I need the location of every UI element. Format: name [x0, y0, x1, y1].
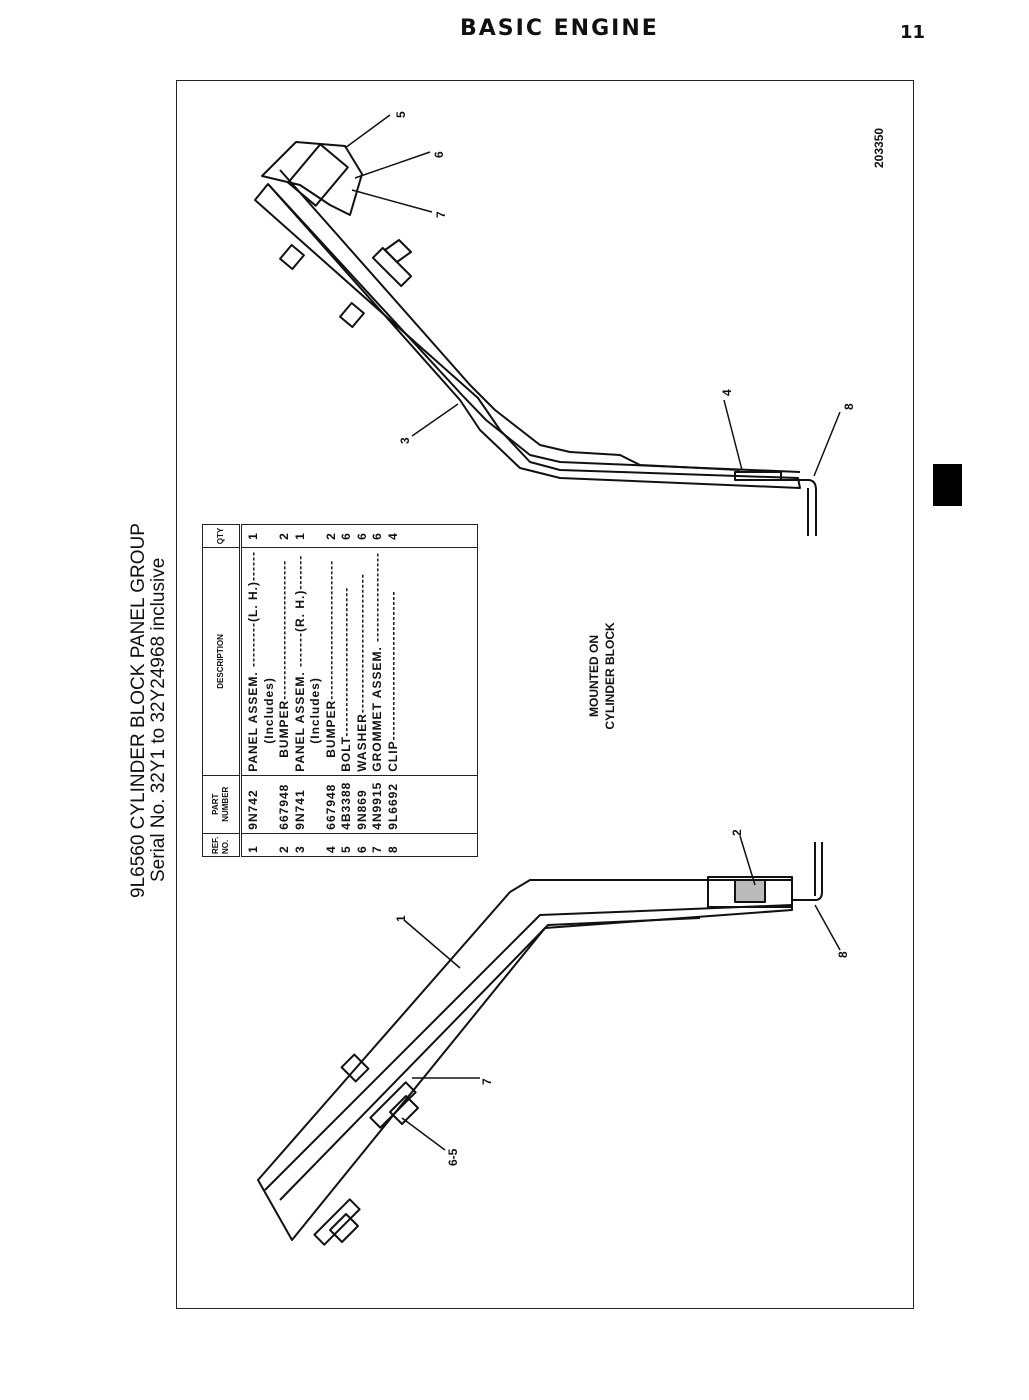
callout-8-rh: 8 — [842, 403, 856, 410]
callout-5: 5 — [394, 111, 408, 118]
page-number: 11 — [900, 22, 926, 43]
thumb-index-tab — [933, 464, 962, 506]
callout-3: 3 — [398, 437, 412, 444]
rh-panel-drawing — [254, 114, 841, 536]
callout-1: 1 — [394, 915, 408, 922]
callout-6: 6 — [432, 151, 446, 158]
figure-frame — [176, 80, 914, 1309]
callout-7-lh: 7 — [480, 1078, 494, 1085]
callout-6-5: 6-5 — [446, 1148, 460, 1166]
lh-panel-drawing — [257, 835, 841, 1246]
callout-7: 7 — [434, 211, 448, 218]
callout-2: 2 — [730, 829, 744, 836]
section-title: BASIC ENGINE — [460, 16, 659, 41]
callout-8-lh: 8 — [836, 951, 850, 958]
callout-4: 4 — [720, 389, 734, 396]
